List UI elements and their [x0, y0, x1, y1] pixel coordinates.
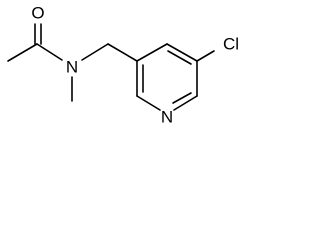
- pyridine-nitrogen-atom-label: N: [161, 108, 173, 127]
- chlorine-atom-label: Cl: [223, 35, 239, 54]
- bond-ring-c3-c2: [136, 43, 168, 62]
- bond-methyl-carbonyl: [7, 43, 38, 62]
- bond-ring-c6-n: [173, 95, 198, 111]
- bond-ring-c2-c1: [166, 43, 198, 62]
- bond-ring-c2-c1-inner: [167, 50, 192, 65]
- bond-nitrogen-ch2: [81, 43, 109, 61]
- oxygen-atom-label: O: [31, 4, 44, 23]
- bond-ch2-ring: [107, 43, 138, 62]
- bond-ring-chlorine: [196, 50, 215, 62]
- bond-carbonyl-nitrogen: [36, 43, 63, 61]
- bond-ring-n-c4: [136, 95, 161, 111]
- amide-nitrogen-atom-label: N: [66, 58, 78, 77]
- chemical-structure-diagram: O N N Cl: [7, 4, 239, 127]
- bond-ring-c6-n-inner: [172, 92, 192, 104]
